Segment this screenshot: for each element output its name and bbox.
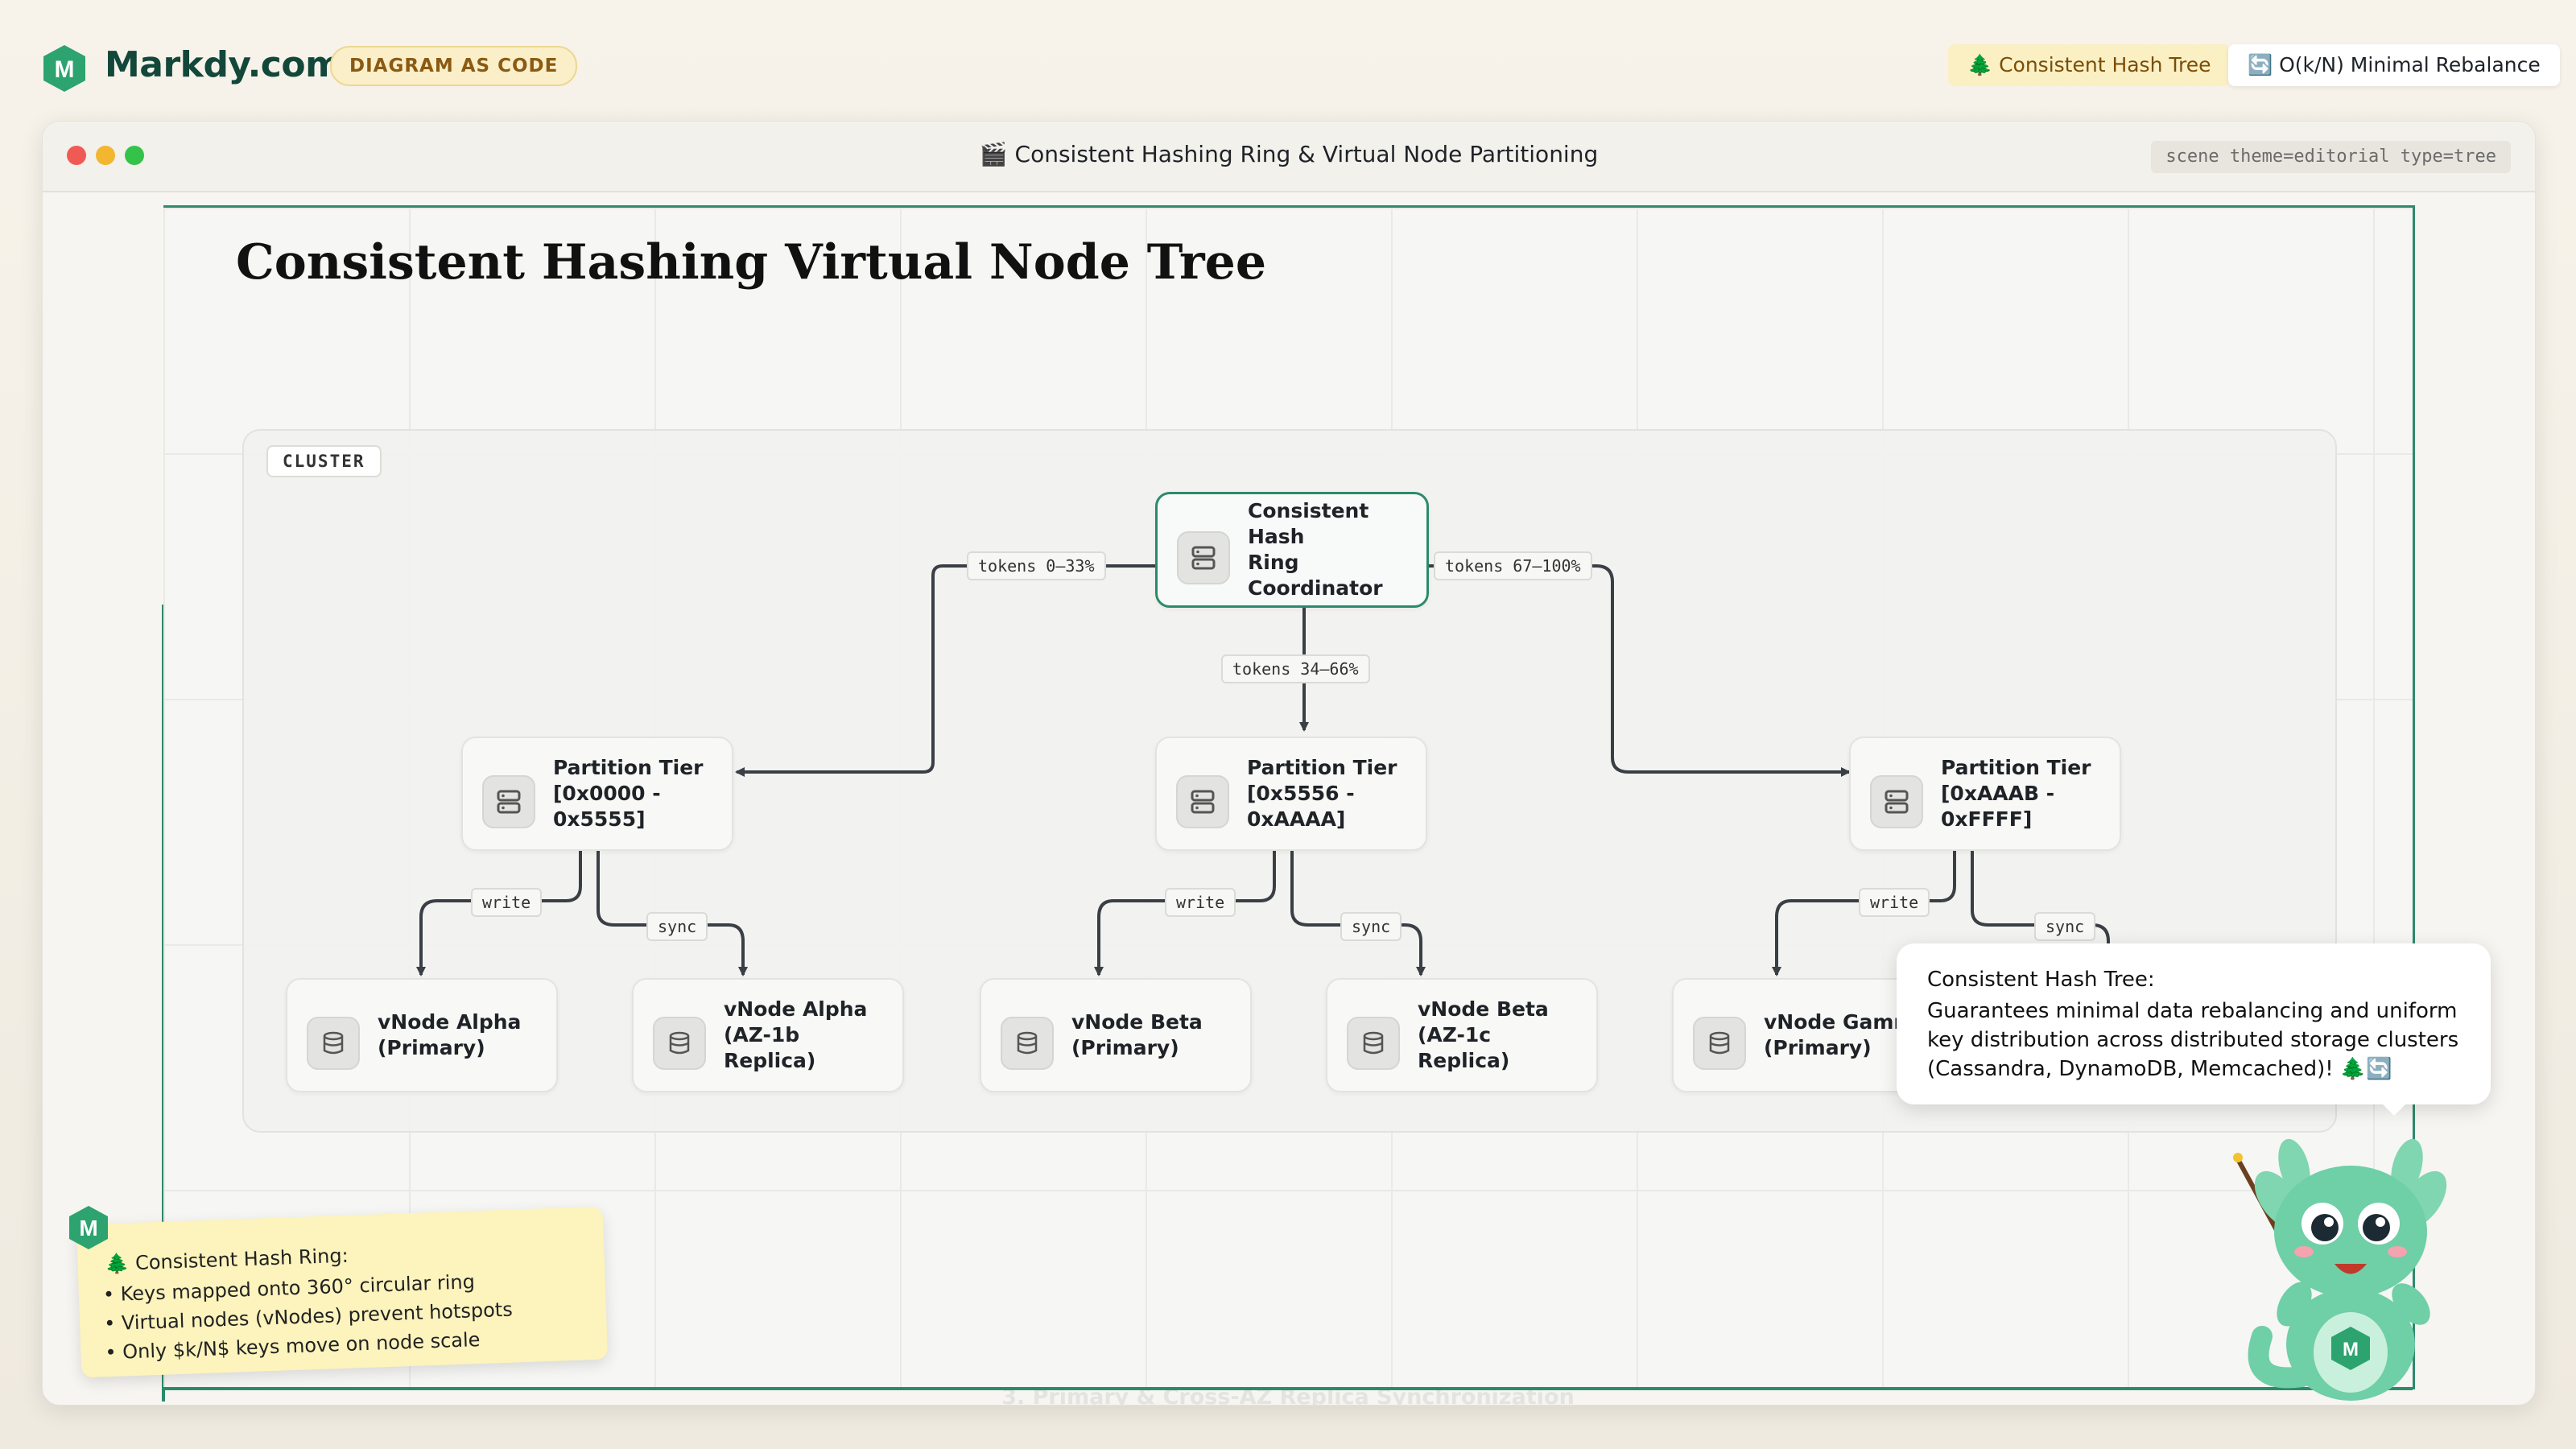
note-title: 🌲 Consistent Hash Ring: [105, 1244, 349, 1276]
diagram-window: 🎬 Consistent Hashing Ring & Virtual Node… [42, 121, 2536, 1406]
database-icon [653, 1017, 706, 1070]
node-vnode-alpha-replica[interactable]: vNode Alpha (AZ-1b Replica) [632, 978, 904, 1092]
top-bar: M Markdy.com DIAGRAM AS CODE 🌲 Consisten… [0, 0, 2576, 133]
cluster-label: CLUSTER [266, 445, 382, 477]
window-title: 🎬 Consistent Hashing Ring & Virtual Node… [979, 141, 1599, 167]
edge-root-p3 [1427, 564, 1851, 777]
edge-label-write: write [1859, 888, 1930, 917]
diagram-as-code-badge: DIAGRAM AS CODE [330, 46, 578, 86]
edge-label-write: write [1165, 888, 1236, 917]
node-partition-tier-1[interactable]: Partition Tier [0x0000 - 0x5555] [461, 737, 733, 851]
node-partition-tier-3[interactable]: Partition Tier [0xAAAB - 0xFFFF] [1849, 737, 2121, 851]
node-vnode-beta-replica[interactable]: vNode Beta (AZ-1c Replica) [1326, 978, 1598, 1092]
edge-label-write: write [471, 888, 543, 917]
axolotl-mascot-icon: M [2233, 1138, 2447, 1401]
node-hash-ring-coordinator[interactable]: Consistent Hash Ring Coordinator [1155, 492, 1429, 608]
node-label: vNode Beta (Primary) [1071, 1010, 1203, 1059]
diagram-title: Consistent Hashing Virtual Node Tree [236, 234, 1267, 291]
node-label: Partition Tier [0x5556 - 0xAAAA] [1247, 756, 1397, 831]
sticky-note: 🌲 Consistent Hash Ring: Keys mapped onto… [76, 1206, 609, 1378]
minimize-window-button[interactable] [96, 146, 115, 165]
node-label: Partition Tier [0x0000 - 0x5555] [553, 756, 704, 831]
note-list: Keys mapped onto 360° circular ring Virt… [102, 1266, 514, 1368]
node-label: vNode Alpha (AZ-1b Replica) [724, 997, 868, 1072]
edge-p2-v4 [1290, 848, 1426, 976]
markdy-logo-icon[interactable]: M [42, 43, 87, 93]
server-icon [1176, 775, 1229, 828]
svg-text:M: M [79, 1216, 97, 1241]
edge-label-tokens-0-33: tokens 0–33% [967, 551, 1106, 580]
edge-p1-v2 [597, 848, 748, 976]
node-vnode-alpha-primary[interactable]: vNode Alpha (Primary) [286, 978, 558, 1092]
edge-label-sync: sync [1340, 912, 1402, 941]
consistent-hash-tree-pill[interactable]: 🌲 Consistent Hash Tree [1948, 44, 2231, 86]
canvas-border-bottom [163, 1387, 2413, 1390]
node-label: Consistent Hash Ring Coordinator [1248, 499, 1383, 600]
edge-root-p1 [735, 564, 1155, 777]
markdy-badge-icon: M [69, 1206, 108, 1249]
database-icon [307, 1017, 360, 1070]
edge-label-tokens-34-66: tokens 34–66% [1221, 654, 1370, 683]
node-label: Partition Tier [0xAAAB - 0xFFFF] [1941, 756, 2091, 831]
edge-label-sync: sync [646, 912, 708, 941]
database-icon [1693, 1017, 1746, 1070]
maximize-window-button[interactable] [125, 146, 144, 165]
window-titlebar: 🎬 Consistent Hashing Ring & Virtual Node… [43, 122, 2535, 192]
tooltip-tail [2380, 1101, 2409, 1116]
close-window-button[interactable] [67, 146, 86, 165]
database-icon [1001, 1017, 1054, 1070]
svg-text:M: M [55, 56, 75, 83]
server-icon [1177, 531, 1230, 584]
tooltip-body: Guarantees minimal data rebalancing and … [1927, 999, 2459, 1081]
node-label: vNode Beta (AZ-1c Replica) [1418, 997, 1549, 1072]
edge-label-tokens-67-100: tokens 67–100% [1434, 551, 1592, 580]
minimal-rebalance-pill[interactable]: 🔄 O(k/N) Minimal Rebalance [2228, 44, 2560, 86]
svg-text:M: M [2343, 1339, 2359, 1360]
edge-label-sync: sync [2034, 912, 2096, 941]
brand-name[interactable]: Markdy.com [105, 44, 342, 85]
node-partition-tier-2[interactable]: Partition Tier [0x5556 - 0xAAAA] [1155, 737, 1427, 851]
scene-config-tag: scene theme=editorial type=tree [2151, 141, 2511, 173]
node-vnode-beta-primary[interactable]: vNode Beta (Primary) [980, 978, 1252, 1092]
node-label: vNode Alpha (Primary) [378, 1010, 522, 1059]
info-tooltip: Consistent Hash Tree: Guarantees minimal… [1897, 943, 2491, 1116]
database-icon [1347, 1017, 1400, 1070]
server-icon [1870, 775, 1923, 828]
server-icon [482, 775, 535, 828]
tooltip-title: Consistent Hash Tree: [1927, 968, 2155, 992]
